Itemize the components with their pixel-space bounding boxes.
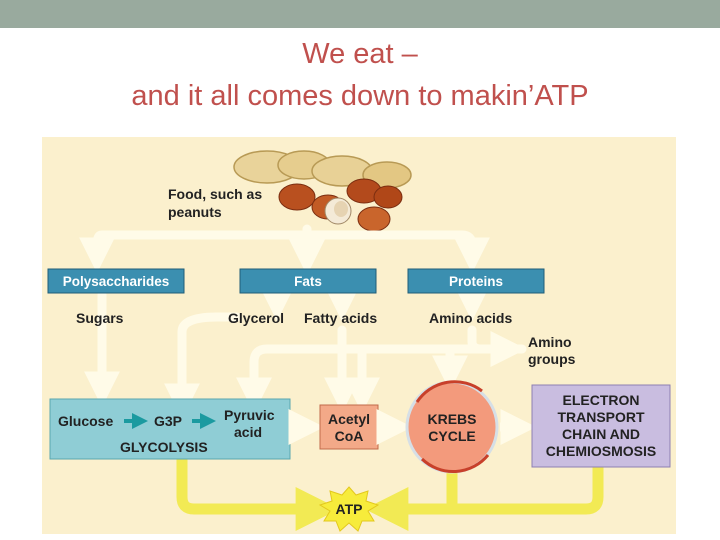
etc-label-line-3: CHAIN AND [562,426,640,442]
krebs-cycle-label-line-1: KREBS [427,411,476,427]
krebs-cycle-label-line-2: CYCLE [428,428,475,444]
proteins-box: Proteins [407,268,545,294]
atp-starburst: ATP [318,486,380,532]
top-bar [0,0,720,28]
glucose-label: Glucose [58,413,113,429]
polysaccharides-box: Polysaccharides [47,268,185,294]
atp-arrows [176,453,604,531]
metabolism-diagram: Food, such as peanuts Polysaccharides Fa… [42,137,676,534]
amino-groups-label-line-1: Amino [528,334,572,350]
g3p-label: G3P [154,413,182,429]
etc-label-line-2: TRANSPORT [557,409,645,425]
food-breakdown-arrows [79,224,527,420]
food-label-line-2: peanuts [168,204,222,220]
electron-transport-box: ELECTRON TRANSPORT CHAIN AND CHEMIOSMOSI… [531,384,671,468]
acetyl-coa-box: Acetyl CoA [319,404,379,450]
peanuts-illustration [233,150,412,232]
fatty-acids-label: Fatty acids [304,310,377,326]
sugars-label: Sugars [76,310,124,326]
acetyl-coa-label-line-1: Acetyl [328,411,370,427]
acetyl-coa-label-line-2: CoA [335,428,364,444]
atp-label: ATP [336,501,363,517]
amino-acids-label: Amino acids [429,310,512,326]
krebs-cycle-circle: KREBS CYCLE [405,380,499,474]
glycerol-label: Glycerol [228,310,284,326]
slide-title-line-1: We eat – [302,38,418,70]
fats-label: Fats [294,274,322,289]
pyruvic-acid-label-line-2: acid [234,424,262,440]
polysaccharides-label: Polysaccharides [63,274,170,289]
etc-label-line-4: CHEMIOSMOSIS [546,443,656,459]
pyruvic-acid-label-line-1: Pyruvic [224,407,275,423]
food-label-line-1: Food, such as [168,186,262,202]
proteins-label: Proteins [449,274,503,289]
slide-title-line-2: and it all comes down to makin’ATP [131,80,589,112]
amino-groups-label-line-2: groups [528,351,576,367]
glycolysis-box: Glucose G3P Pyruvic acid GLYCOLYSIS [49,398,291,460]
fats-box: Fats [239,268,377,294]
glycolysis-label: GLYCOLYSIS [120,439,208,455]
etc-label-line-1: ELECTRON [563,392,640,408]
